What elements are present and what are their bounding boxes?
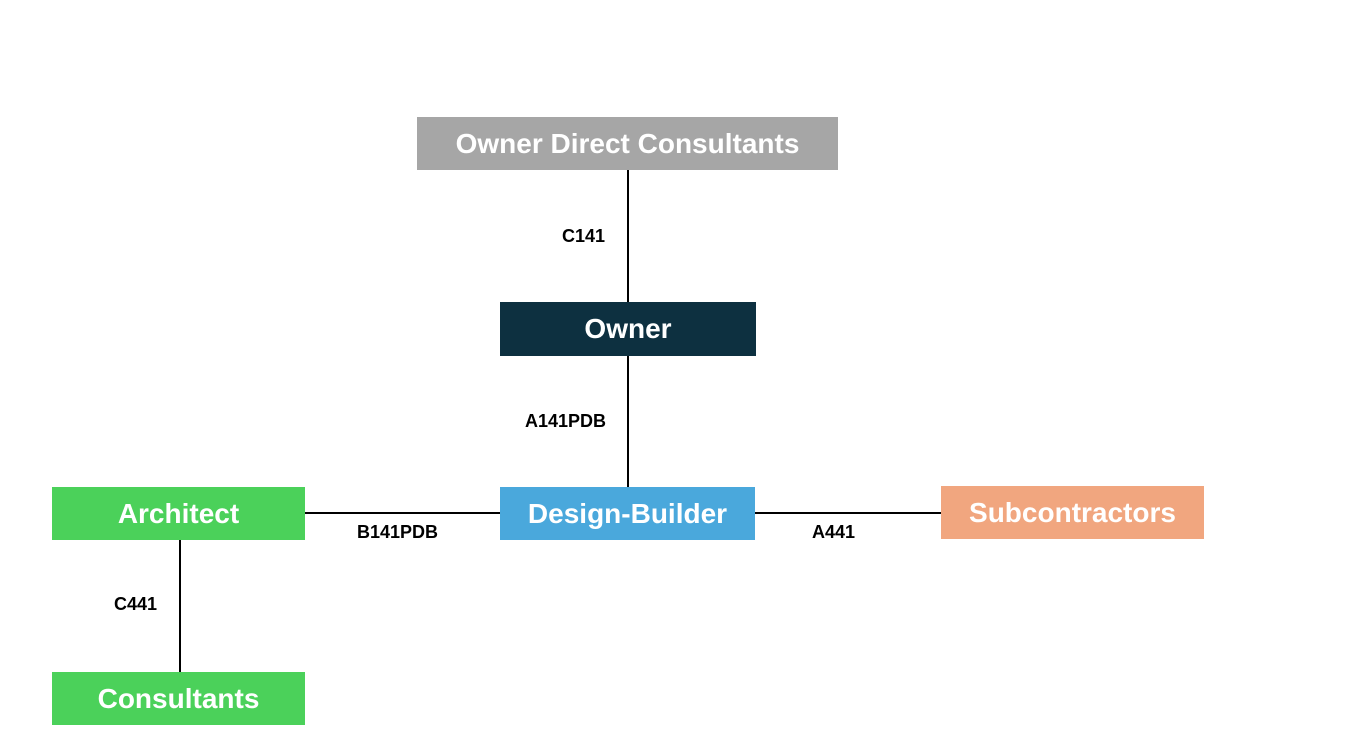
edge-label-c141: C141 bbox=[562, 226, 606, 246]
node-owner: Owner bbox=[500, 302, 756, 356]
connector-architect-design-builder bbox=[304, 512, 501, 514]
node-owner-direct-consultants: Owner Direct Consultants bbox=[417, 117, 838, 170]
edge-label-c441: C441 bbox=[114, 594, 158, 614]
edge-label-a441: A441 bbox=[812, 522, 856, 542]
connector-design-builder-subcontractors bbox=[754, 512, 941, 514]
node-architect: Architect bbox=[52, 487, 305, 540]
connector-owner-design-builder bbox=[627, 356, 629, 487]
edge-label-b141pdb: B141PDB bbox=[357, 522, 439, 542]
connector-architect-consultants bbox=[179, 540, 181, 672]
node-subcontractors: Subcontractors bbox=[941, 486, 1204, 539]
node-design-builder: Design-Builder bbox=[500, 487, 755, 540]
node-consultants: Consultants bbox=[52, 672, 305, 725]
connector-owner-direct-consultants bbox=[627, 170, 629, 302]
edge-label-a141pdb: A141PDB bbox=[525, 411, 607, 431]
